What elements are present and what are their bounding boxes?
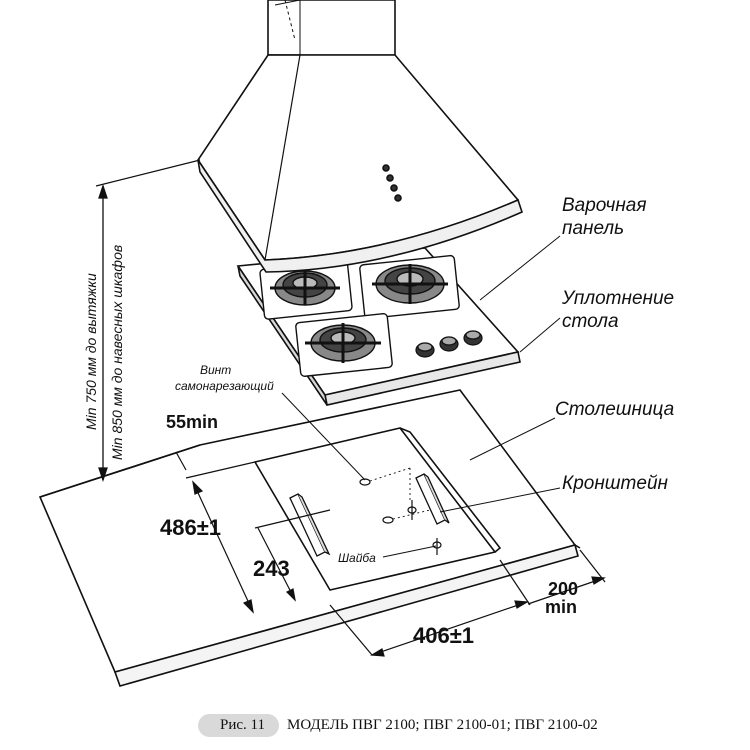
label-cooktop-line2: панель <box>562 218 624 239</box>
dim-55min: 55min <box>166 412 218 432</box>
label-screw-line2: самонарезающий <box>175 379 274 393</box>
figure-number: Рис. 11 <box>198 713 279 737</box>
figure-models: МОДЕЛЬ ПВГ 2100; ПВГ 2100-01; ПВГ 2100-0… <box>286 716 598 733</box>
vertical-label-cabinets: Min 850 мм до навесных шкафов <box>109 245 125 460</box>
screw-guide-lines <box>369 467 431 520</box>
control-knob-icon <box>415 330 483 358</box>
leader-lines <box>281 235 561 558</box>
label-countertop: Столешница <box>555 399 674 420</box>
label-bracket: Кронштейн <box>562 473 669 494</box>
vertical-label-hood: Min 750 мм до вытяжки <box>83 273 99 430</box>
dim-200-unit: min <box>545 597 577 617</box>
dim-243: 243 <box>253 556 290 581</box>
bracket-left <box>289 493 331 557</box>
dimension-lines <box>175 451 606 657</box>
label-seal-line2: стола <box>562 311 619 332</box>
bracket-right <box>415 473 450 525</box>
figure-caption: Рис. 11 МОДЕЛЬ ПВГ 2100; ПВГ 2100-01; ПВ… <box>198 712 598 738</box>
dim-486: 486±1 <box>160 515 221 540</box>
label-cooktop-line1: Варочная <box>562 195 647 216</box>
label-screw-line1: Винт <box>200 363 231 377</box>
label-washer: Шайба <box>338 551 376 565</box>
dim-200: 200 <box>548 579 578 599</box>
range-hood <box>197 0 523 273</box>
dim-406: 406±1 <box>413 623 474 648</box>
burner-icon <box>259 254 460 377</box>
vertical-dimension <box>95 159 201 483</box>
wall-line <box>39 444 201 498</box>
label-seal-line1: Уплотнение <box>561 288 674 309</box>
